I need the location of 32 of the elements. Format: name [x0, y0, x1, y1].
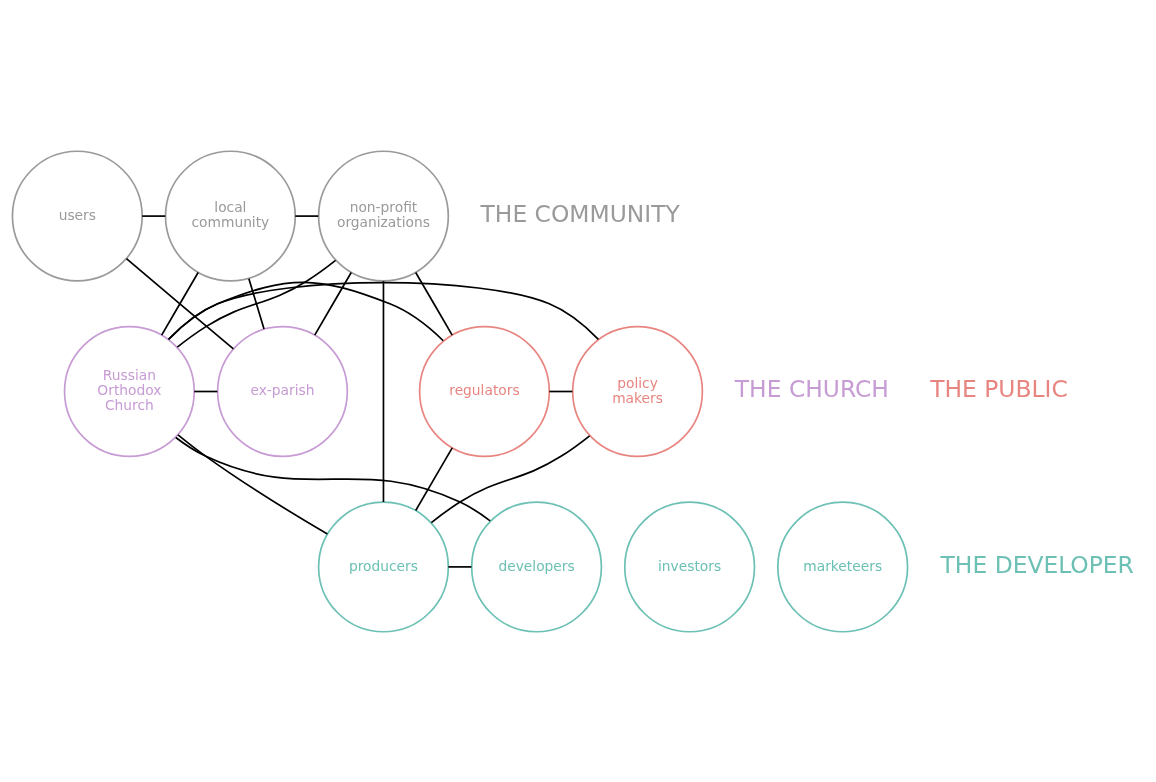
connector [248, 277, 265, 330]
connector [414, 446, 454, 511]
node-circle: non-profit organizations [317, 149, 450, 282]
connector [125, 257, 235, 350]
node-circle: users [11, 149, 143, 282]
node-circle: local community [164, 149, 297, 282]
node-circle: regulators [418, 325, 551, 457]
connector [414, 271, 454, 336]
connector [167, 281, 600, 340]
node-circle: producers [317, 500, 450, 633]
label: THE DEVELOPER [940, 550, 1134, 579]
connector [141, 214, 167, 217]
node-circle: marketeers [777, 500, 909, 633]
node-circle: developers [470, 500, 603, 633]
connector [430, 434, 591, 523]
node-circle: Russian Orthodox Church [63, 325, 196, 457]
connector [174, 436, 491, 522]
connector [193, 390, 219, 392]
connector [160, 271, 199, 336]
connector [548, 390, 574, 392]
label: THE PUBLIC [930, 374, 1068, 403]
connector [294, 214, 320, 217]
node-circle: policy makers [571, 325, 704, 457]
connector [177, 433, 329, 535]
connector [176, 259, 337, 348]
connector [313, 271, 353, 336]
node-circle: investors [623, 500, 756, 633]
label: THE CHURCH [734, 374, 889, 403]
label: THE COMMUNITY [480, 199, 680, 228]
connector [382, 279, 385, 503]
connector [447, 565, 473, 568]
node-circle: ex-parish [216, 325, 349, 457]
